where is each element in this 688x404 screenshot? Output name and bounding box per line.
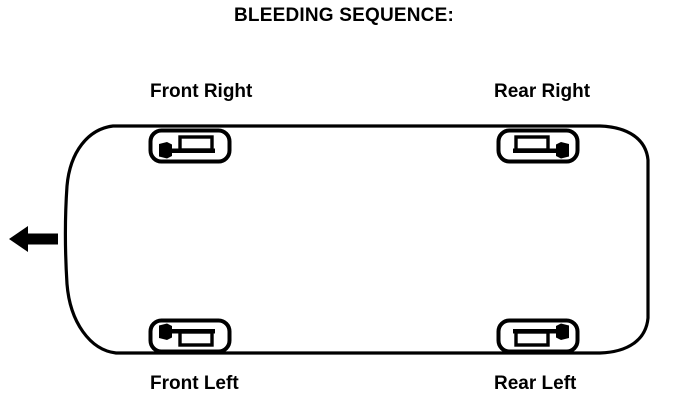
bleeder-screw-knob [556, 142, 569, 159]
vehicle-body-path [63, 124, 650, 355]
bleeder-cylinder [514, 330, 550, 347]
label-rear-left: Rear Left [494, 373, 577, 394]
bleeder-screw-knob [159, 323, 172, 340]
bleeder-cylinder [178, 330, 214, 347]
arrow-left-shape [9, 226, 58, 252]
page-title: BLEEDING SEQUENCE: [233, 5, 454, 26]
arrow-left-icon [9, 226, 58, 252]
label-rear-right: Rear Right [494, 81, 591, 102]
label-front-right: Front Right [150, 81, 253, 102]
brake-bleeder-front-left[interactable] [148, 318, 232, 354]
brake-bleeder-front-right[interactable] [148, 128, 232, 164]
brake-bleeder-rear-left[interactable] [496, 318, 580, 354]
bleeder-screw-knob [159, 142, 172, 159]
brake-bleeder-rear-right[interactable] [496, 128, 580, 164]
bleeder-cylinder [514, 135, 550, 152]
bleeder-screw-knob [556, 323, 569, 340]
bleeder-cylinder [178, 135, 214, 152]
label-front-left: Front Left [150, 373, 239, 394]
